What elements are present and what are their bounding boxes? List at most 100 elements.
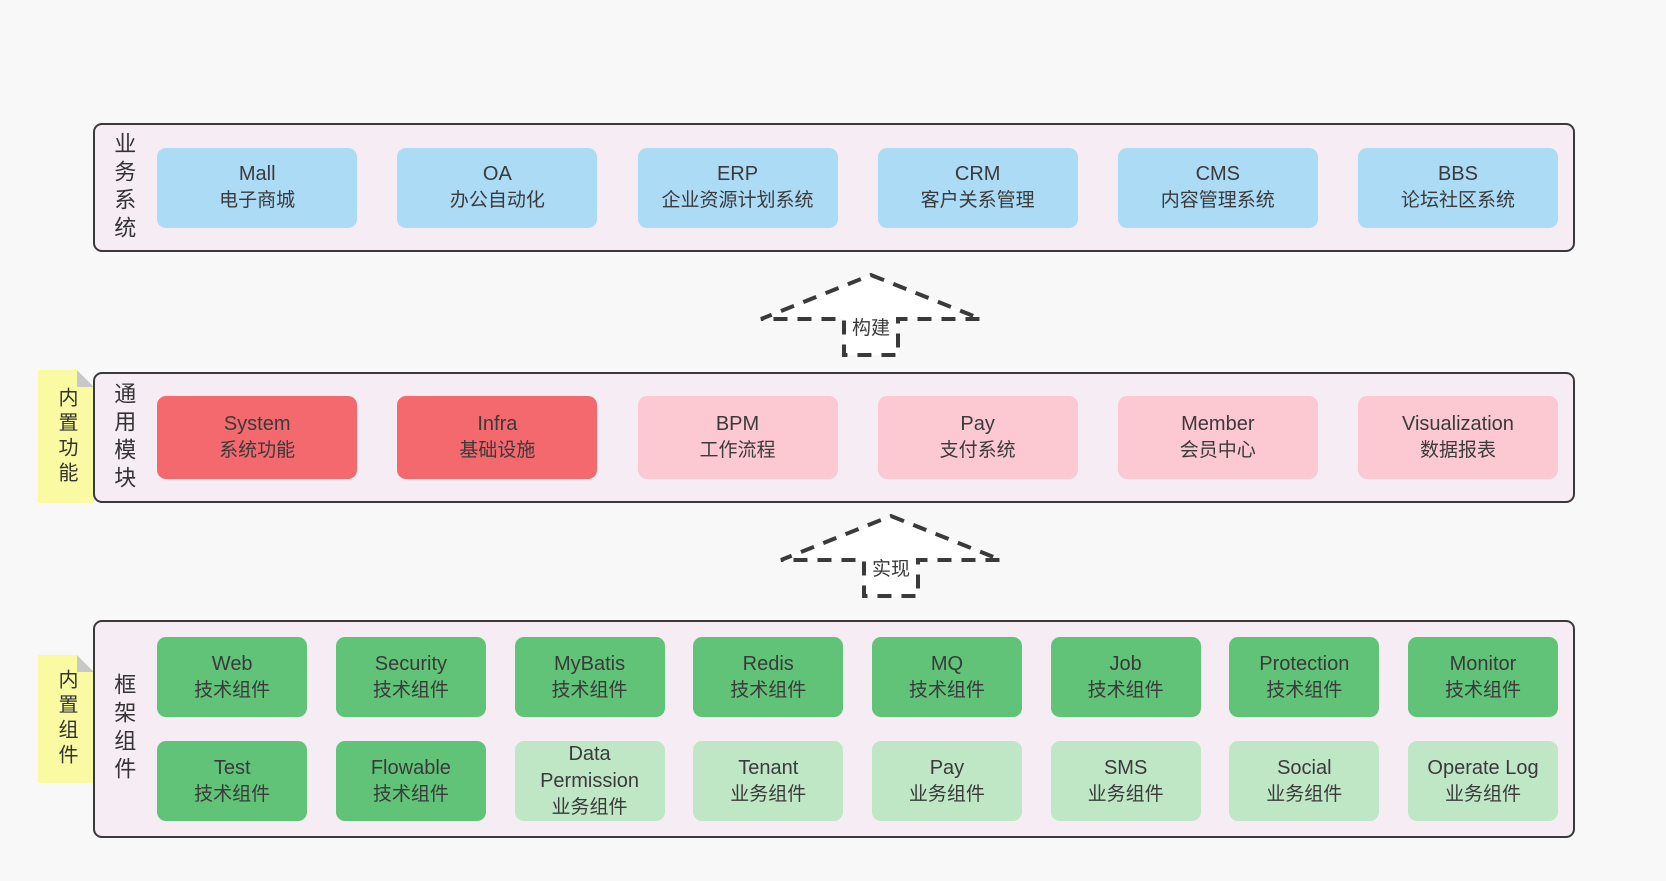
implement-arrow-label: 实现 xyxy=(868,557,914,582)
node-desc: 工作流程 xyxy=(699,440,776,461)
node-job: Job 技术组件 xyxy=(1050,637,1201,717)
node-name: Flowable xyxy=(370,756,451,779)
node-name: Monitor xyxy=(1449,652,1517,675)
node-oa: OA 办公自动化 xyxy=(397,147,598,228)
common-modules-panel: 通用模块 System 系统功能 Infra 基础设施 BPM 工作流程 Pay… xyxy=(93,372,1575,503)
panel-label: 框架组件 xyxy=(111,673,137,785)
up-block-arrow-icon xyxy=(760,272,982,357)
node-name: Member xyxy=(1181,413,1255,435)
node-desc: 技术组件 xyxy=(1087,679,1164,701)
node-desc: 支付系统 xyxy=(939,440,1016,461)
node-bbs: BBS 论坛社区系统 xyxy=(1357,147,1558,228)
node-pay-biz: Pay 业务组件 xyxy=(871,741,1022,821)
node-name: Redis xyxy=(742,652,794,675)
node-row: System 系统功能 Infra 基础设施 BPM 工作流程 Pay 支付系统… xyxy=(157,396,1558,479)
node-name: Pay xyxy=(960,413,995,435)
node-desc: 技术组件 xyxy=(1444,679,1521,701)
node-erp: ERP 企业资源计划系统 xyxy=(637,147,838,228)
node-row: Mall 电子商城 OA 办公自动化 ERP 企业资源计划系统 CRM 客户关系… xyxy=(157,147,1558,228)
node-name: CRM xyxy=(954,163,1001,185)
node-name: Visualization xyxy=(1402,413,1514,435)
node-name: OA xyxy=(482,163,512,185)
panel-label: 业务系统 xyxy=(111,131,137,244)
node-mq: MQ 技术组件 xyxy=(871,637,1022,717)
node-system: System 系统功能 xyxy=(157,396,358,479)
node-mybatis: MyBatis 技术组件 xyxy=(514,637,665,717)
node-redis: Redis 技术组件 xyxy=(693,637,844,717)
node-desc: 办公自动化 xyxy=(449,190,545,211)
node-desc: 业务组件 xyxy=(1444,783,1521,805)
node-desc: 基础设施 xyxy=(459,440,536,461)
node-name: SMS xyxy=(1103,756,1148,779)
node-desc: 客户关系管理 xyxy=(920,190,1035,211)
node-desc: 技术组件 xyxy=(1266,679,1343,701)
node-name: System xyxy=(223,413,291,435)
node-sms: SMS 业务组件 xyxy=(1050,741,1201,821)
node-desc: 电子商城 xyxy=(219,190,296,211)
sticky-tag-builtin-components: 内置组件 xyxy=(38,655,94,783)
node-name: Job xyxy=(1109,652,1142,675)
node-name: CMS xyxy=(1195,163,1241,185)
node-desc: 内容管理系统 xyxy=(1160,190,1275,211)
node-desc: 业务组件 xyxy=(1087,783,1164,805)
business-systems-panel: 业务系统 Mall 电子商城 OA 办公自动化 ERP 企业资源计划系统 CRM… xyxy=(93,123,1575,252)
node-name: Data Permission xyxy=(540,743,640,792)
node-desc: 技术组件 xyxy=(551,679,628,701)
node-member: Member 会员中心 xyxy=(1117,396,1318,479)
framework-components-panel: 框架组件 Web 技术组件 Security 技术组件 MyBatis 技术组件… xyxy=(93,620,1575,838)
node-row: Web 技术组件 Security 技术组件 MyBatis 技术组件 Redi… xyxy=(157,637,1558,717)
node-desc: 技术组件 xyxy=(908,679,985,701)
node-name: ERP xyxy=(716,163,759,185)
node-row: Test 技术组件 Flowable 技术组件 Data Permission … xyxy=(157,741,1558,821)
up-block-arrow-icon xyxy=(780,513,1002,598)
node-cms: CMS 内容管理系统 xyxy=(1117,147,1318,228)
node-flowable: Flowable 技术组件 xyxy=(335,741,486,821)
node-visualization: Visualization 数据报表 xyxy=(1357,396,1558,479)
node-desc: 业务组件 xyxy=(551,797,628,818)
node-monitor: Monitor 技术组件 xyxy=(1408,637,1558,717)
tag-label: 内置功能 xyxy=(55,386,77,487)
node-desc: 数据报表 xyxy=(1419,440,1496,461)
node-desc: 技术组件 xyxy=(194,783,271,805)
node-desc: 企业资源计划系统 xyxy=(661,190,814,211)
node-crm: CRM 客户关系管理 xyxy=(877,147,1078,228)
node-social: Social 业务组件 xyxy=(1229,741,1380,821)
node-name: Operate Log xyxy=(1427,756,1539,779)
node-infra: Infra 基础设施 xyxy=(397,396,598,479)
node-tenant: Tenant 业务组件 xyxy=(693,741,844,821)
node-name: MQ xyxy=(930,652,964,675)
node-name: Tenant xyxy=(738,756,799,779)
node-desc: 技术组件 xyxy=(194,679,271,701)
node-name: BBS xyxy=(1437,163,1478,185)
node-web: Web 技术组件 xyxy=(157,637,308,717)
node-protection: Protection 技术组件 xyxy=(1229,637,1380,717)
sticky-tag-builtin-features: 内置功能 xyxy=(38,370,94,503)
node-desc: 业务组件 xyxy=(1266,783,1343,805)
node-bpm: BPM 工作流程 xyxy=(637,396,838,479)
node-name: Mall xyxy=(238,163,276,185)
folded-corner-icon xyxy=(77,370,94,387)
node-desc: 业务组件 xyxy=(908,783,985,805)
node-desc: 技术组件 xyxy=(372,679,449,701)
node-name: Test xyxy=(213,756,251,779)
node-name: Infra xyxy=(477,413,518,435)
node-name: Pay xyxy=(929,756,965,779)
node-desc: 论坛社区系统 xyxy=(1400,190,1515,211)
build-arrow-label: 构建 xyxy=(848,316,894,341)
node-desc: 技术组件 xyxy=(372,783,449,805)
node-desc: 会员中心 xyxy=(1179,440,1256,461)
node-pay: Pay 支付系统 xyxy=(877,396,1078,479)
build-arrow: 构建 xyxy=(758,272,984,358)
node-operate-log: Operate Log 业务组件 xyxy=(1408,741,1558,821)
node-name: Protection xyxy=(1259,652,1350,675)
node-mall: Mall 电子商城 xyxy=(157,147,358,228)
node-test: Test 技术组件 xyxy=(157,741,308,821)
panel-label: 通用模块 xyxy=(111,381,137,494)
node-desc: 系统功能 xyxy=(219,440,296,461)
node-name: BPM xyxy=(715,413,760,435)
node-grid: Web 技术组件 Security 技术组件 MyBatis 技术组件 Redi… xyxy=(157,637,1558,821)
implement-arrow: 实现 xyxy=(778,513,1004,599)
node-name: Security xyxy=(374,652,447,675)
node-desc: 业务组件 xyxy=(730,783,807,805)
